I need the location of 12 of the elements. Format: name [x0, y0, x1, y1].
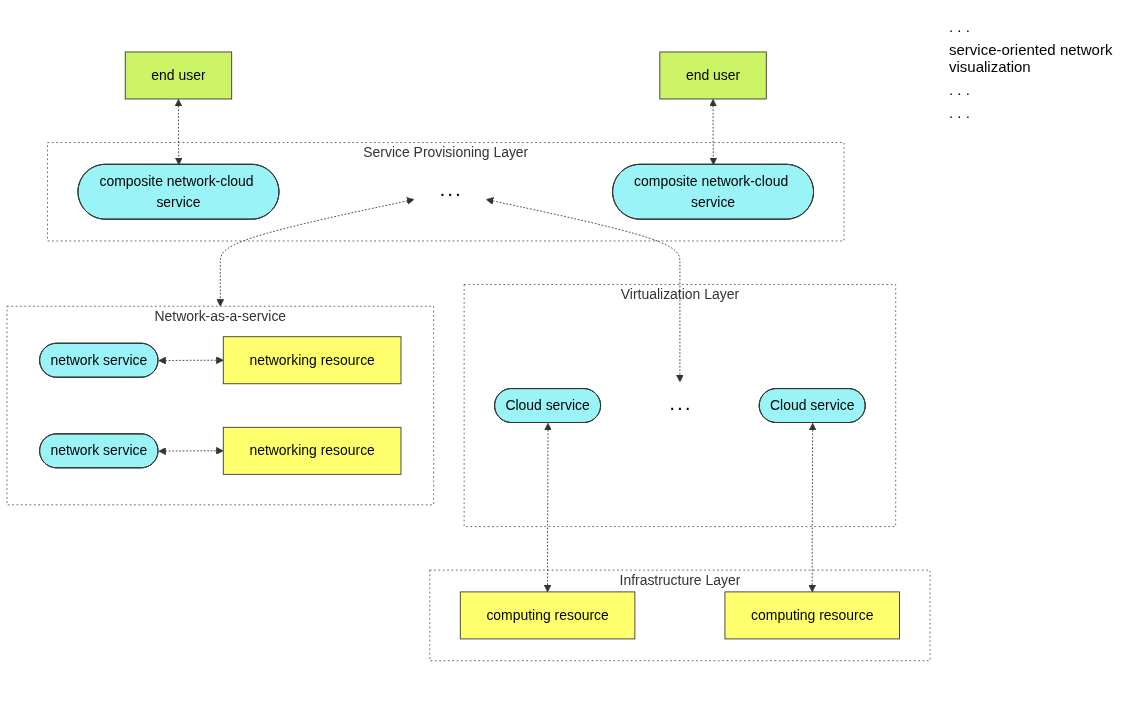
node-box: end user — [124, 51, 233, 100]
node-box: networking resource — [222, 336, 402, 385]
node-box: networking resource — [222, 427, 402, 475]
node-box: end user — [659, 51, 767, 100]
note-label: . . . — [949, 18, 971, 35]
node-text: . . . — [440, 184, 460, 199]
note-label: . . . — [949, 81, 971, 98]
node-box: computing resource — [459, 591, 636, 640]
node-box: computing resource — [724, 591, 900, 640]
note-label: . . . — [949, 104, 971, 121]
node-text: . . . — [670, 397, 690, 413]
note-label: service-oriented network visualization — [949, 41, 1114, 75]
